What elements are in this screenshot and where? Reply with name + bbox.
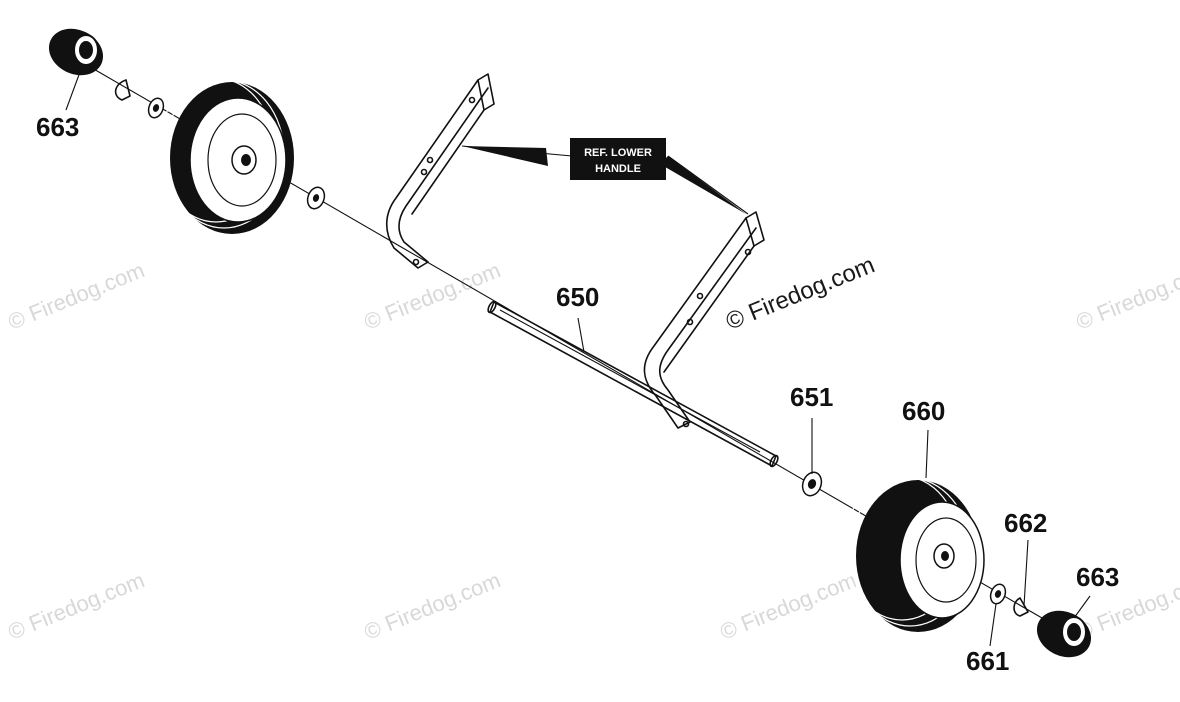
watermark-faint: © Firedog.com — [717, 567, 860, 644]
washer-left-inner — [306, 186, 326, 210]
callout-663-bottom: 663 — [1076, 562, 1119, 592]
lower-handle — [385, 73, 765, 429]
clip-left — [114, 79, 131, 101]
callout-660: 660 — [902, 396, 945, 426]
watermark-faint: © Firedog.com — [1073, 257, 1180, 334]
clip-662 — [1013, 597, 1029, 617]
callout-650: 650 — [556, 282, 599, 312]
hubcap-left — [48, 28, 104, 76]
watermark-main: © Firedog.com — [722, 251, 878, 335]
washer-651 — [801, 471, 823, 497]
washer-661 — [989, 583, 1007, 605]
washer-left — [147, 97, 165, 119]
reference-label-line2: HANDLE — [595, 163, 641, 175]
watermark-faint: © Firedog.com — [5, 567, 148, 644]
reference-label-line1: REF. LOWER — [584, 147, 652, 159]
left-wheel — [157, 77, 294, 234]
reference-label-box — [570, 138, 666, 180]
callout-651: 651 — [790, 382, 833, 412]
axle-rod — [487, 300, 779, 468]
callout-661: 661 — [966, 646, 1009, 676]
watermark-faint: © Firedog.com — [361, 567, 504, 644]
watermark-faint: © Firedog.com — [361, 257, 504, 334]
reference-label: REF. LOWER HANDLE — [570, 138, 666, 180]
right-wheel — [843, 475, 985, 632]
callout-663-top: 663 — [36, 112, 79, 142]
hubcap-right — [1036, 610, 1092, 658]
watermark-faint: © Firedog.com — [5, 257, 148, 334]
callout-662: 662 — [1004, 508, 1047, 538]
